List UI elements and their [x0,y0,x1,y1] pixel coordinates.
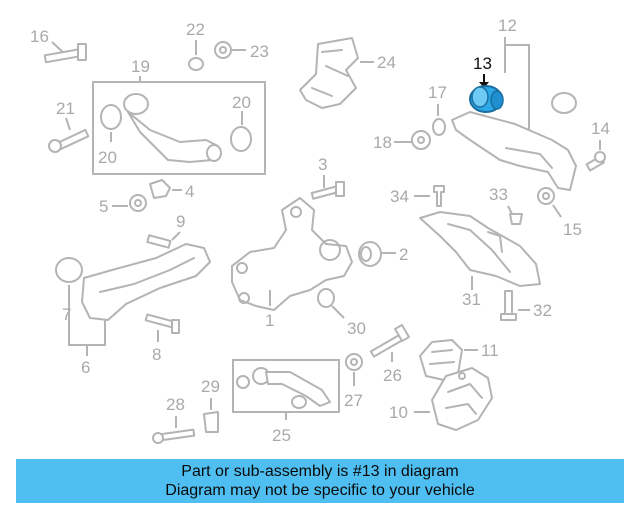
part-27-nut [345,353,363,386]
part-31-shield [419,211,541,290]
callout-10[interactable]: 10 [389,403,408,422]
part-8-bolt [144,313,180,342]
callout-28[interactable]: 28 [166,395,185,414]
callout-5[interactable]: 5 [99,197,108,216]
callout-8[interactable]: 8 [152,345,161,364]
callout-19[interactable]: 19 [131,57,150,76]
part-2-bushing [358,241,396,267]
callout-34[interactable]: 34 [390,187,409,206]
box-19 [92,81,266,175]
part-32-bolt [500,290,530,321]
callout-13[interactable]: 13 [473,54,492,73]
part-5-nut [112,194,147,212]
callout-12[interactable]: 12 [498,16,517,35]
callout-4[interactable]: 4 [185,182,194,201]
banner-line-1: Part or sub-assembly is #13 in diagram [181,463,459,480]
callout-11[interactable]: 11 [481,341,499,360]
info-banner: Part or sub-assembly is #13 in diagram D… [16,459,624,503]
part-26-bolt [369,323,410,362]
callout-26[interactable]: 26 [383,366,402,385]
callout-31[interactable]: 31 [462,290,481,309]
part-14-bolt [585,140,606,172]
part-17-washer [432,104,446,136]
callout-9[interactable]: 9 [176,212,185,231]
callout-30[interactable]: 30 [347,319,366,338]
callout-21[interactable]: 21 [56,99,75,118]
callout-25[interactable]: 25 [272,426,291,445]
part-10-housing [414,367,493,431]
callout-32[interactable]: 32 [533,301,552,320]
callout-27[interactable]: 27 [344,391,363,410]
part-18-nut [394,130,431,150]
part-21-bolt [48,117,90,153]
part-16-bolt [43,41,87,64]
part-23-nut [214,41,246,59]
callout-3[interactable]: 3 [318,155,327,174]
part-11-mount [419,339,478,381]
banner-line-2: Diagram may not be specific to your vehi… [165,482,475,499]
callout-14[interactable]: 14 [591,119,610,138]
callout-16[interactable]: 16 [30,27,49,46]
parts-diagram: 16 22 23 24 19 20 20 21 12 13 [30,16,610,445]
part-19-upper-arm [100,93,252,163]
callout-20-right[interactable]: 20 [232,93,251,112]
leader-13-arrow [479,82,489,88]
part-6-lower-arm [55,243,211,321]
callout-20-left[interactable]: 20 [98,148,117,167]
part-33-clip [507,205,523,225]
part-3-bolt [310,175,345,200]
part-9-bolt [146,231,181,249]
part-1-knuckle [231,197,353,311]
part-25-link [236,367,331,420]
part-30-bushing [317,288,345,319]
callout-7[interactable]: 7 [62,305,71,324]
callout-15[interactable]: 15 [563,220,582,239]
part-22-clip [188,40,204,71]
part-34-bolt [414,185,445,207]
callout-6[interactable]: 6 [81,358,90,377]
part-29-clip [203,398,219,433]
callout-23[interactable]: 23 [250,42,269,61]
callout-1[interactable]: 1 [265,311,274,330]
callout-24[interactable]: 24 [377,53,396,72]
callout-17[interactable]: 17 [428,83,447,102]
leader-12 [504,37,530,138]
part-13-bushing[interactable] [469,85,504,113]
leader-6-7 [68,285,106,356]
part-15-nut [537,187,562,218]
callout-18[interactable]: 18 [373,133,392,152]
callout-22[interactable]: 22 [186,20,205,39]
callout-2[interactable]: 2 [399,245,408,264]
part-4-clip [149,179,182,199]
callout-33[interactable]: 33 [489,185,508,204]
part-28-bolt [152,416,196,444]
part-12-lower-arm [451,92,577,191]
callout-29[interactable]: 29 [201,377,220,396]
part-24-bracket [299,37,374,109]
